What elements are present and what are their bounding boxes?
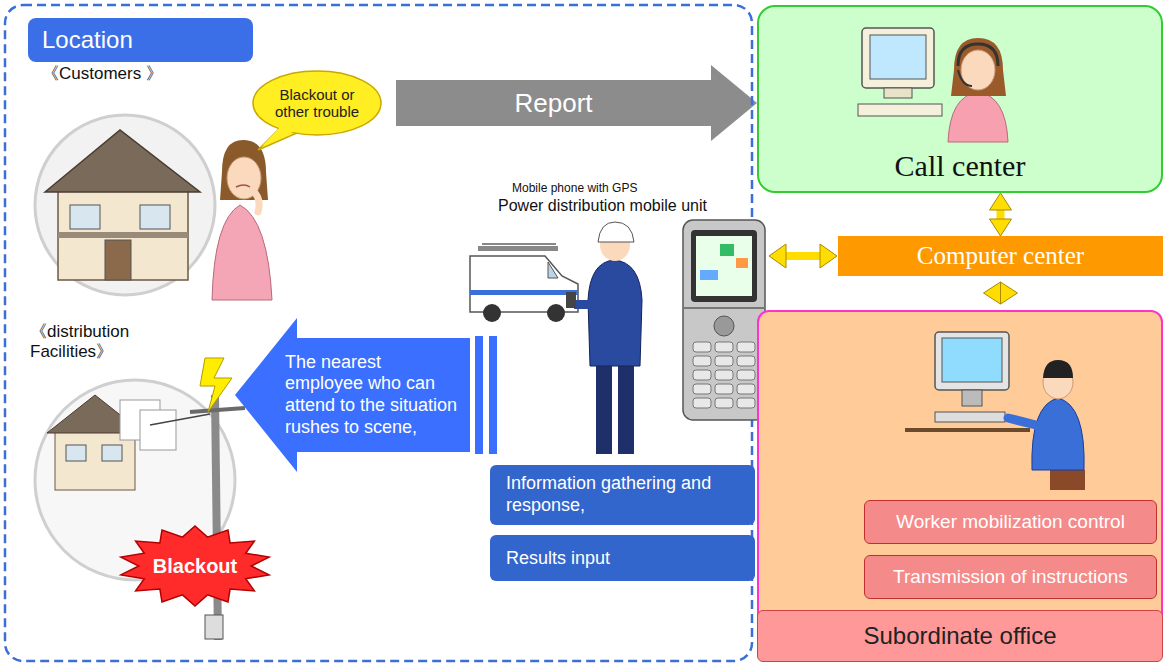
group-label: 《distribution Facilities》 (30, 322, 170, 361)
phone-key (715, 384, 733, 394)
call-center-box-text: Call center (895, 149, 1026, 183)
phone-key (693, 370, 711, 380)
arrow-bar (489, 336, 497, 454)
phone-key (693, 356, 711, 366)
phone-key (693, 398, 711, 408)
phone-key (737, 398, 755, 408)
speech-bubble-text: Blackout or other trouble (264, 86, 370, 121)
phone-key (737, 384, 755, 394)
phone-key (715, 342, 733, 352)
arrow-bar (475, 336, 483, 454)
field-worker (566, 222, 642, 454)
device-label: Mobile phone with GPS (512, 182, 712, 196)
blackout-burst: Blackout (118, 525, 272, 607)
computer-center-box: Computer center (838, 236, 1163, 276)
location-label: Location (28, 18, 253, 62)
phone-key (715, 370, 733, 380)
process-box-text: Results input (506, 548, 610, 569)
office-panel-text: Subordinate office (757, 610, 1163, 662)
process-box: Information gathering and response, (490, 465, 755, 525)
phone-key (737, 356, 755, 366)
phone-key (693, 342, 711, 352)
call-center-operator (858, 28, 1008, 142)
computer-center-box-text: Computer center (917, 242, 1084, 270)
customer-house (35, 115, 215, 295)
office-panel: Subordinate office Worker mobilization co… (757, 310, 1163, 662)
phone-key (715, 356, 733, 366)
process-box-text: Worker mobilization control (896, 511, 1125, 533)
location-label-text: Location (42, 26, 133, 54)
phone-key (737, 370, 755, 380)
phone-key (693, 384, 711, 394)
process-box: Results input (490, 535, 755, 581)
action-arrow-text: The nearest employee who can attend to t… (285, 352, 462, 438)
speech-bubble: Blackout or other trouble (252, 70, 382, 136)
service-van (470, 244, 578, 322)
gps-mobile-phone (683, 220, 765, 420)
office-worker (905, 332, 1085, 490)
call-center-box: Call center (757, 5, 1163, 193)
phone-link-arrow (769, 244, 837, 268)
customer-woman (212, 140, 272, 300)
device-label: Power distribution mobile unit (498, 197, 758, 215)
blackout-burst-text: Blackout (153, 555, 237, 578)
process-box: Worker mobilization control (864, 500, 1157, 544)
edge-label: Report (510, 88, 596, 119)
report-arrow (396, 80, 711, 126)
link-arrow (997, 210, 1005, 219)
phone-key (715, 398, 733, 408)
process-box: Transmission of instructions (864, 555, 1157, 599)
phone-key (737, 342, 755, 352)
process-box-text: Transmission of instructions (893, 566, 1128, 588)
action-arrow: The nearest employee who can attend to t… (235, 318, 470, 472)
group-label: 《Customers 》 (42, 64, 242, 84)
process-box-text: Information gathering and response, (506, 473, 739, 516)
